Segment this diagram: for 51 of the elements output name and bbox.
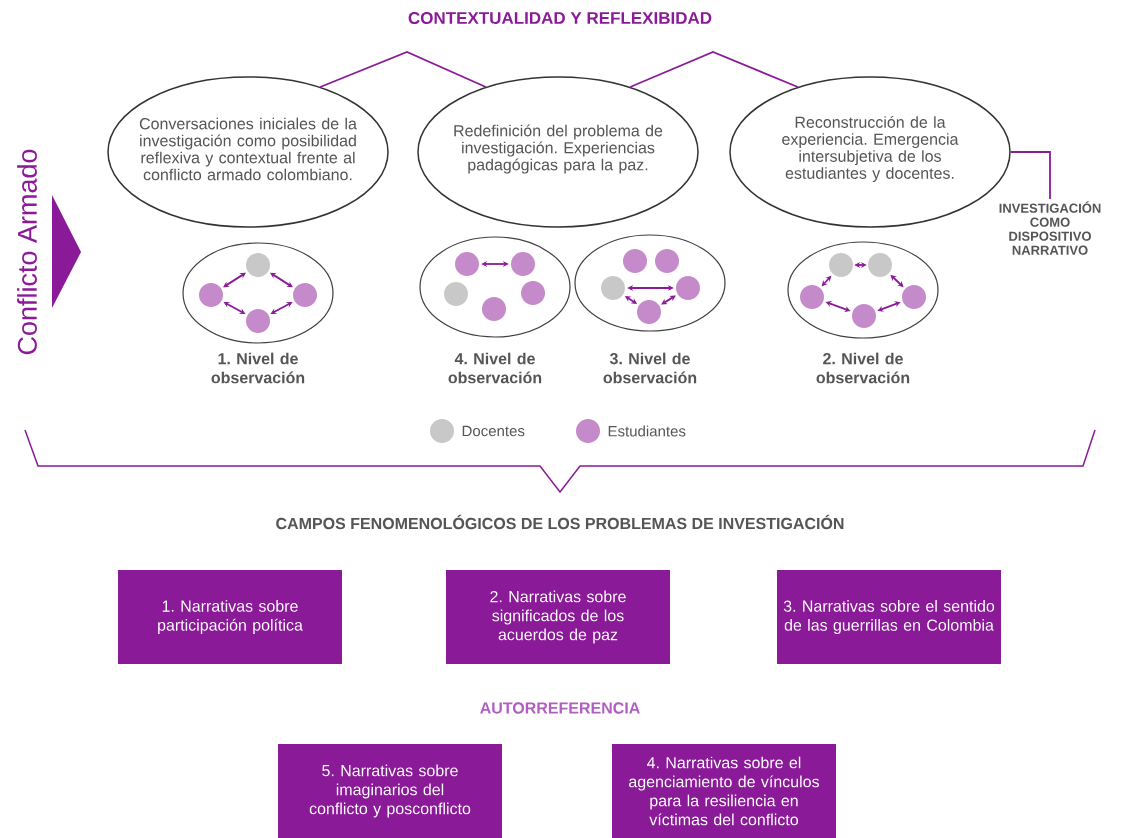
level-label: 2. Nivel de observación [816,352,910,384]
section-heading: AUTORREFERENCIA [480,702,640,714]
double-arrow [877,301,901,312]
double-arrow [661,295,676,305]
person-dot [868,253,892,277]
person-dot [455,252,479,276]
level-label: 3. Nivel de observación [603,352,697,384]
person-dot [902,285,926,309]
connector-line [1009,151,1051,200]
double-arrow [627,284,674,292]
person-dot [293,283,317,307]
narrative-box: 1. Narrativas sobre participación política [118,570,342,664]
person-dot [829,253,853,277]
person-dot [199,283,223,307]
level-label: 1. Nivel de observación [211,352,305,384]
connector-line [319,51,487,88]
double-arrow [223,301,246,315]
person-dot [655,249,679,273]
double-arrow [825,301,851,312]
person-dot [601,276,625,300]
person-dot [800,285,824,309]
connector-line [629,51,799,88]
person-dot [482,297,506,321]
person-dot [246,309,270,333]
group-ellipse [787,241,939,339]
double-arrow [270,301,293,315]
person-dot [637,300,661,324]
person-dot [676,276,700,300]
double-arrow [854,261,867,269]
narrative-box: 4. Narrativas sobre el agenciamiento de vínculos para la resiliencia en víctimas del conflicto [612,744,836,838]
group-ellipse [419,236,571,338]
double-arrow [821,275,832,287]
group-ellipse [574,234,726,332]
double-arrow [481,260,509,268]
person-dot [521,281,545,305]
group-ellipse [182,242,334,344]
heading-text: INVESTIGACIÓN COMO DISPOSITIVO NARRATIVO [999,201,1101,255]
side-arrow-label: Conflicto Armado [17,149,81,355]
person-dot [623,249,647,273]
section-heading: CAMPOS FENOMENOLÓGICOS DE LOS PROBLEMAS DE INVESTIGACIÓN [276,514,844,530]
person-dot [246,253,270,277]
person-dot [852,304,876,328]
narrative-box: 5. Narrativas sobre imaginarios del conflicto y posconflicto [278,744,502,838]
title: CONTEXTUALIDAD Y REFLEXIBIDAD [408,12,712,25]
person-dot [444,282,468,306]
legend-label: Docentes [462,425,525,437]
legend-label: Estudiantes [608,425,686,437]
narrative-box: 2. Narrativas sobre significados de los acuerdos de paz [446,570,670,664]
level-label: 4. Nivel de observación [448,352,542,384]
narrative-box: 3. Narrativas sobre el sentido de las guerrillas en Colombia [777,570,1001,664]
person-dot [511,252,535,276]
